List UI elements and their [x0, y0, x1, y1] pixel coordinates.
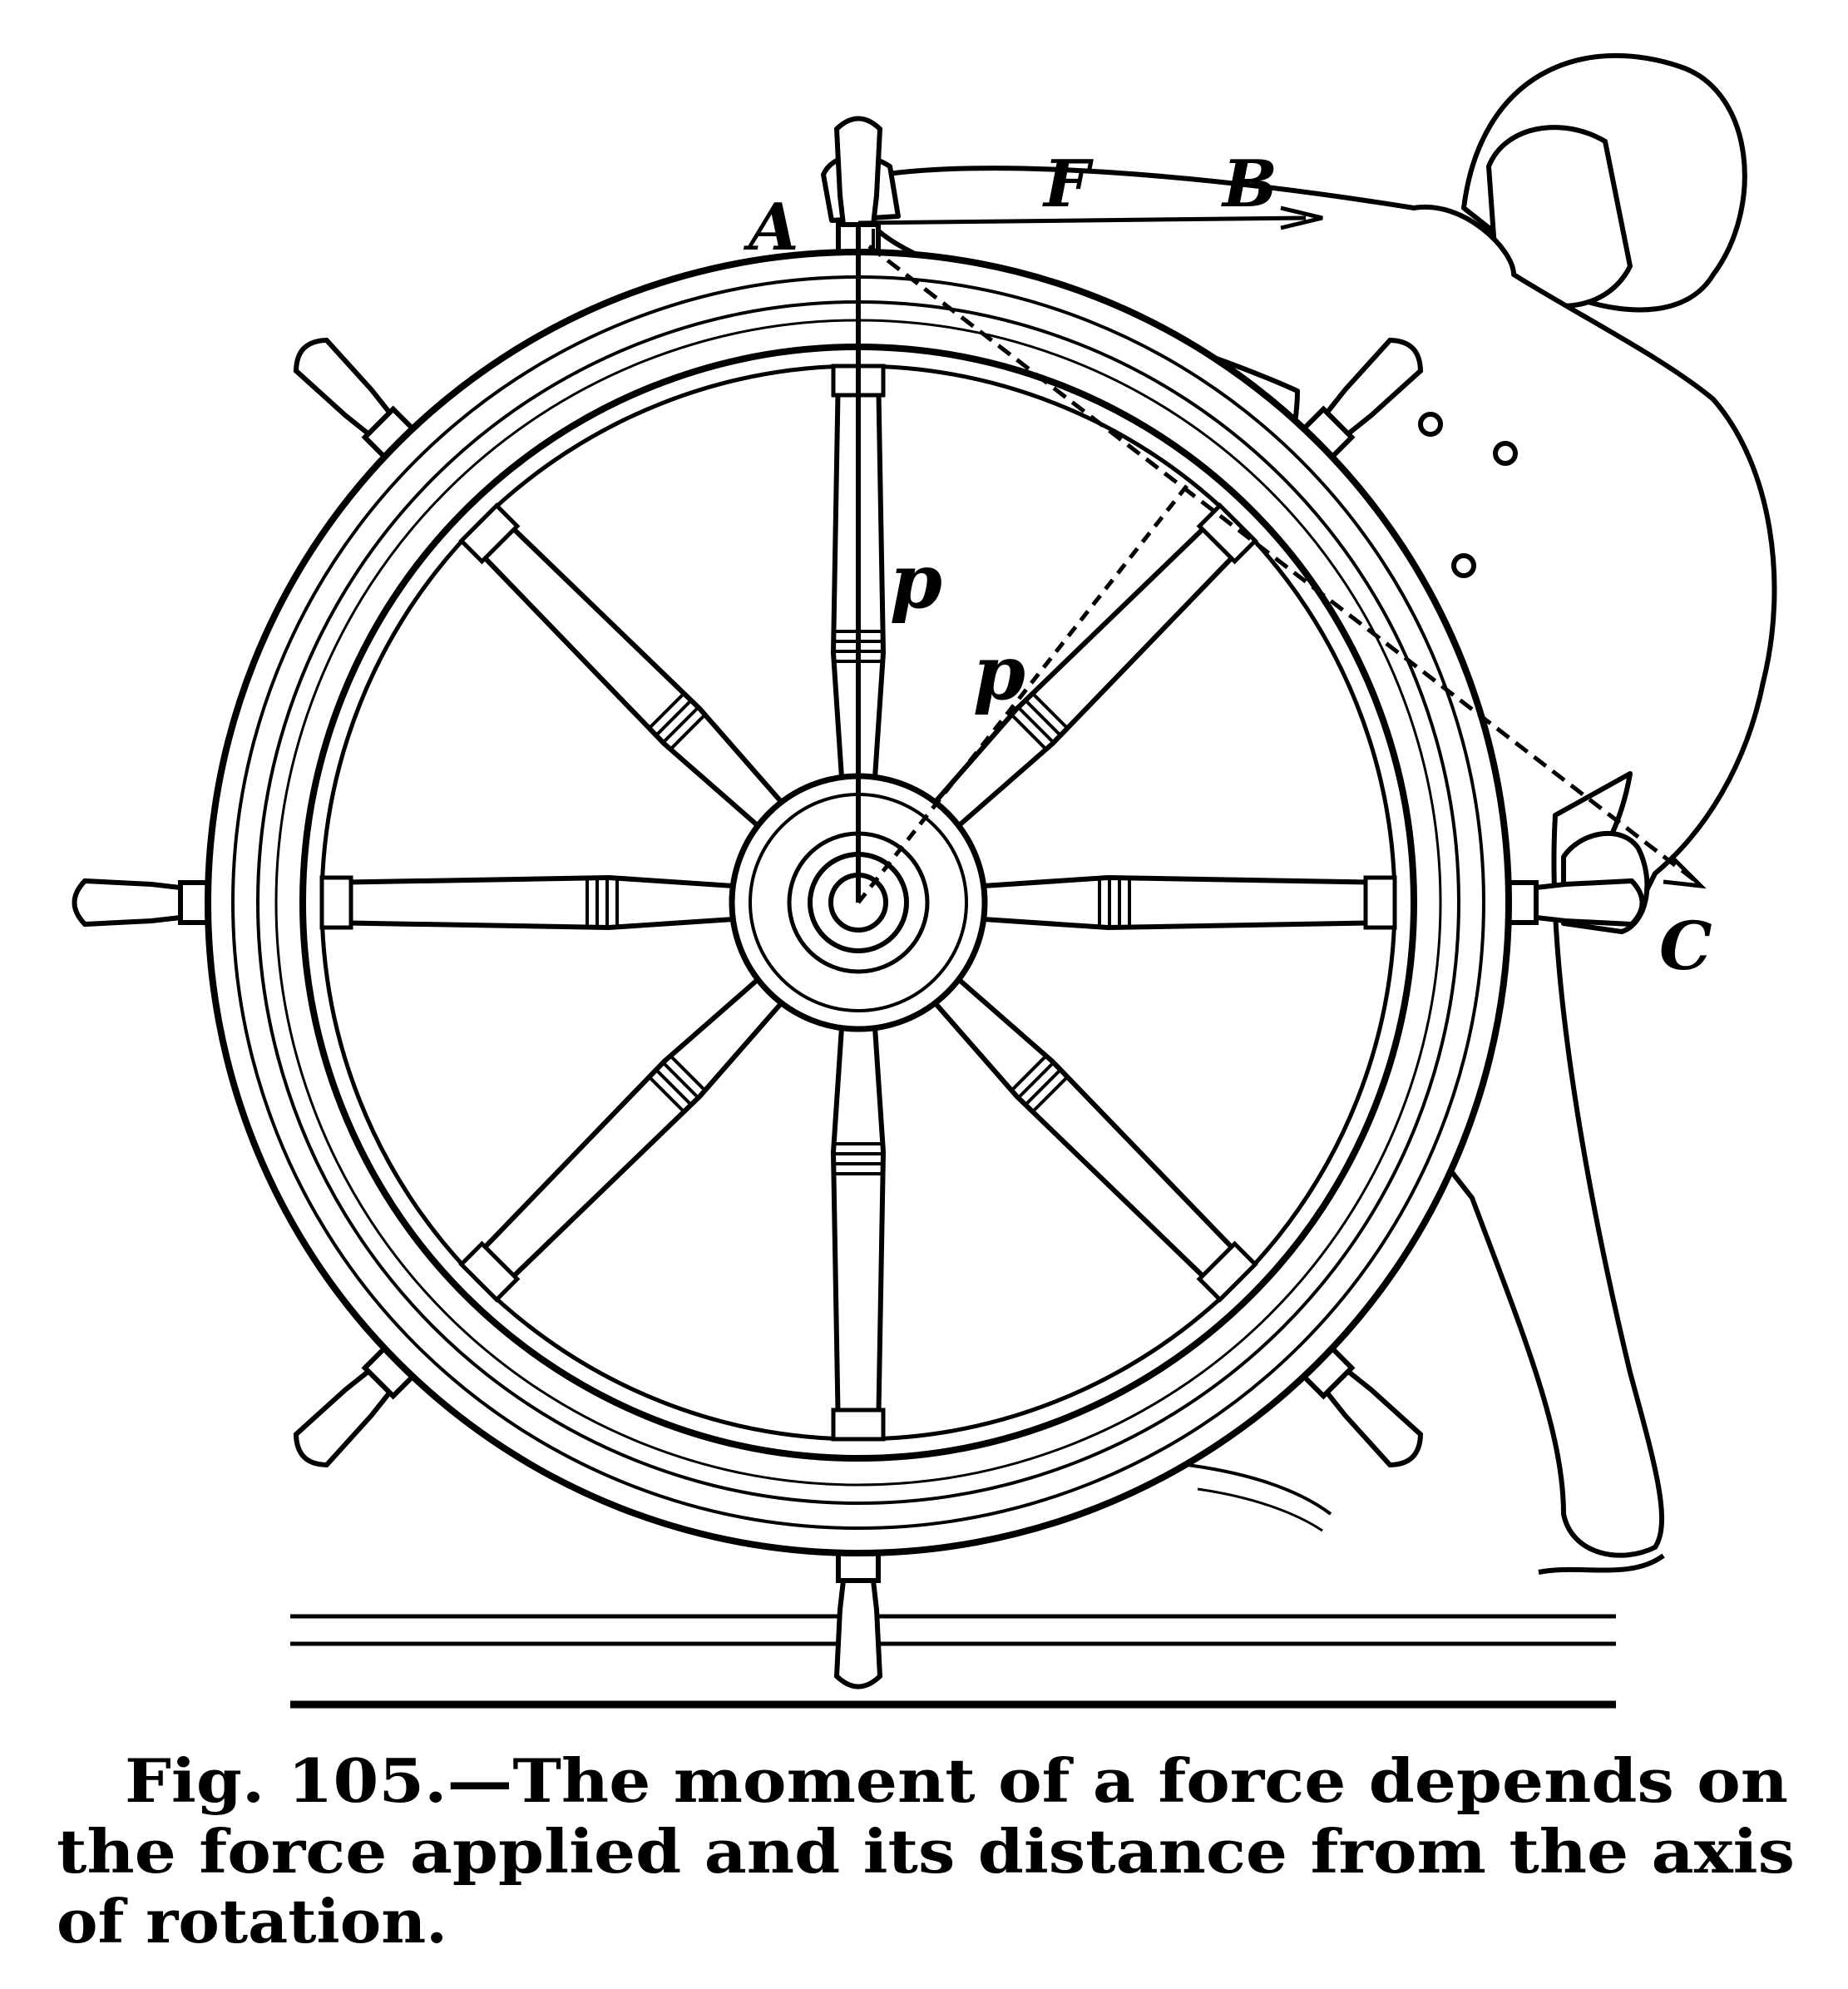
caption-line-3: of rotation. [57, 1886, 447, 1957]
dashed-line-AC [867, 245, 1698, 883]
caption-line-2: the force applied and its distance from … [57, 1816, 1795, 1887]
handle-3 [833, 1545, 883, 1690]
label-C: C [1659, 907, 1712, 985]
force-lines [856, 205, 1707, 904]
spoke-1 [981, 874, 1397, 931]
label-p-prime: p [973, 629, 1025, 717]
label-p: p [890, 537, 942, 626]
caption-line-1: Fig. 105.—The moment of a force depends … [125, 1745, 1788, 1816]
arrowhead-C [1663, 855, 1707, 889]
figure-caption: Fig. 105.—The moment of a force depends … [57, 1745, 1795, 1957]
spoke-5 [319, 874, 736, 931]
spoke-3 [830, 1025, 887, 1442]
handle-8 [1296, 337, 1424, 465]
label-A: A [743, 190, 799, 265]
handle-4 [293, 1340, 421, 1468]
label-F: F [1042, 146, 1094, 222]
arrowhead-B [1280, 205, 1323, 230]
force-arrow-AB [857, 215, 1307, 225]
label-B: B [1221, 146, 1277, 222]
handle-5 [72, 878, 216, 928]
handle-1 [1500, 878, 1645, 928]
deck-lines [290, 1614, 1616, 1709]
spoke-6 [458, 502, 786, 830]
wheel-handles [72, 116, 1645, 1690]
lever-arm-p-prime [857, 484, 1188, 904]
